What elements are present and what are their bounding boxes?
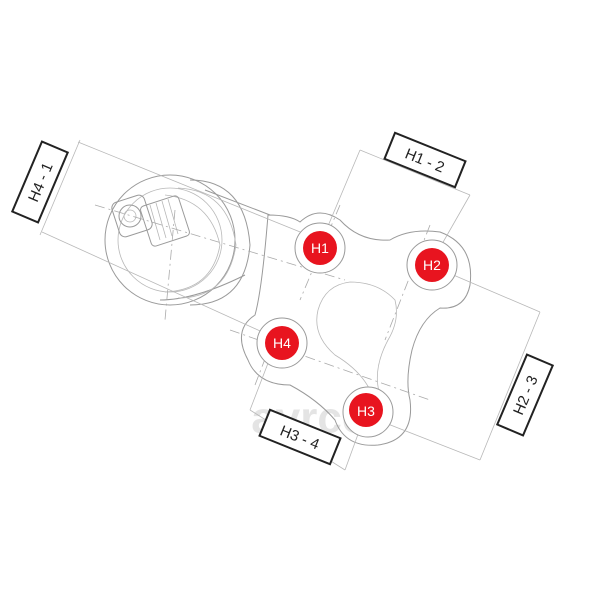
dim-box-h3-4-frame — [258, 408, 342, 466]
dim-box-h4-1-frame — [10, 140, 70, 224]
neck-outline — [159, 189, 271, 301]
flange-outline — [240, 212, 472, 446]
threaded-stud — [111, 194, 190, 247]
hole-h2: H2 — [406, 239, 458, 291]
hole-h1: H1 — [294, 222, 346, 274]
hole-h4-label: H4 — [273, 335, 291, 351]
hole-h2-label: H2 — [423, 257, 441, 273]
boot-ring-2 — [164, 194, 221, 293]
hole-h4-marker — [265, 326, 299, 360]
hole-h1-label: H1 — [311, 240, 329, 256]
dim-box-h4-1: H4 - 1 — [10, 140, 70, 224]
housing-inner-outline — [117, 187, 223, 293]
center-lines — [94, 204, 431, 401]
boot-ring — [177, 187, 237, 299]
hole-h3: H3 — [342, 386, 394, 438]
hole-h2-marker — [415, 248, 449, 282]
dim-box-h1-2: H1 - 2 — [383, 131, 467, 189]
dimension-lines — [39, 139, 541, 471]
boot-front — [189, 179, 251, 306]
hole-h1-marker — [303, 231, 337, 265]
hole-h3-label: H3 — [357, 403, 375, 419]
dim-box-h2-3-frame — [495, 353, 555, 437]
ball-joint-body — [104, 174, 472, 446]
hole-h3-marker — [349, 393, 383, 427]
dim-box-h2-3: H2 - 3 — [495, 353, 555, 437]
hole-h4: H4 — [256, 317, 308, 369]
flange-inner-cut — [317, 281, 397, 396]
dim-box-h3-4: H3 - 4 — [258, 408, 342, 466]
dim-box-h1-2-frame — [383, 131, 467, 189]
